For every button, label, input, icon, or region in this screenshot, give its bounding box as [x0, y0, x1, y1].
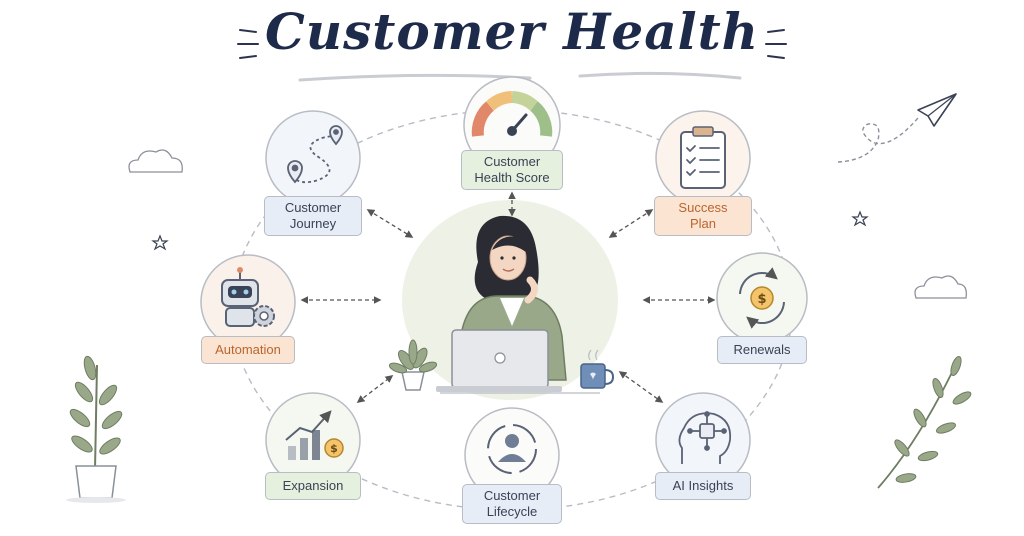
growth-chart-icon: $	[285, 410, 344, 460]
arrow-ai-insights	[618, 371, 664, 403]
gauge-icon	[471, 91, 553, 137]
page-title: Customer Health	[264, 2, 760, 61]
woman-at-laptop-illustration	[436, 215, 600, 394]
label-success-plan: Success Plan	[654, 196, 752, 236]
cloud-left-icon	[128, 149, 183, 173]
arrow-success-plan	[608, 209, 654, 238]
cloud-right-icon	[914, 275, 967, 299]
user-cycle-icon	[487, 424, 537, 474]
label-lifecycle-line2: Lifecycle	[486, 504, 538, 519]
label-lifecycle: Customer Lifecycle	[462, 484, 562, 524]
coffee-mug-icon	[580, 349, 615, 389]
star-left-icon	[151, 234, 169, 251]
label-automation: Automation	[201, 336, 295, 364]
label-journey-line2: Journey	[289, 216, 337, 231]
label-success-plan-line2: Plan	[689, 216, 717, 231]
route-map-icon	[287, 125, 343, 184]
label-health-score: Customer Health Score	[461, 150, 563, 190]
title-sparkle-right-icon	[765, 29, 787, 59]
label-journey: Customer Journey	[264, 196, 362, 236]
desk-plant-icon	[388, 339, 438, 391]
node-circle-journey	[265, 110, 361, 206]
title-underline	[298, 71, 742, 82]
star-right-icon	[851, 210, 869, 227]
arrow-journey	[366, 209, 414, 238]
label-success-plan-line1: Success	[678, 200, 728, 215]
label-journey-line1: Customer	[284, 200, 342, 215]
label-ai-insights: AI Insights	[655, 472, 751, 500]
label-health-score-line1: Customer	[483, 154, 541, 169]
label-renewals: Renewals	[717, 336, 807, 364]
left-plant-icon	[66, 355, 126, 503]
label-expansion: Expansion	[265, 472, 361, 500]
label-lifecycle-line1: Customer	[483, 488, 541, 503]
svg-text:$: $	[330, 442, 338, 455]
right-branch-icon	[877, 356, 972, 489]
brain-circuit-icon	[678, 411, 732, 464]
title-sparkle-left-icon	[237, 29, 259, 59]
paper-plane-icon	[837, 93, 957, 163]
dollar-cycle-icon: $	[739, 267, 785, 329]
arrow-expansion	[356, 375, 394, 403]
clipboard-checklist-icon	[680, 126, 726, 189]
label-health-score-line2: Health Score	[474, 170, 550, 185]
svg-text:$: $	[757, 292, 766, 307]
robot-gear-icon	[221, 267, 275, 327]
